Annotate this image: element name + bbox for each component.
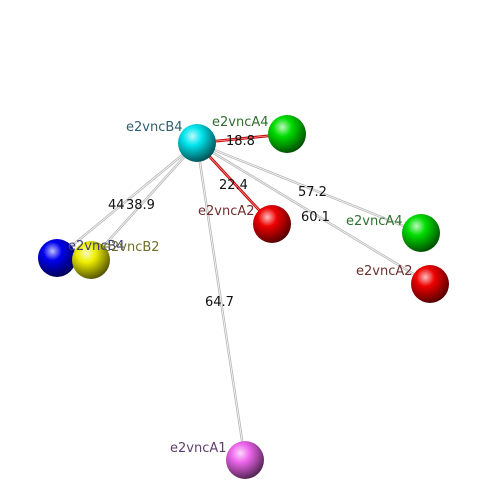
node-label-b2: e2vncB2: [103, 240, 160, 255]
edge-label-b4-a4b: 57.2: [298, 185, 327, 200]
edge-b4-b2-b: [90, 142, 197, 260]
edge-b4-a4b-a: [197, 141, 422, 233]
node-label-bl: e2vncB4: [68, 239, 125, 254]
edge-label-b4-a4a: 18.8: [226, 134, 255, 149]
edge-b4-bl-a: [57, 143, 198, 259]
node-sphere-a4a[interactable]: [268, 115, 306, 153]
node-sphere-b4[interactable]: [178, 124, 216, 162]
nodes-layer: [38, 115, 449, 479]
edge-b4-a2b-b: [196, 143, 430, 286]
edge-label-b4-a1: 64.7: [205, 295, 234, 310]
edge-b4-a4b-b: [196, 143, 421, 235]
edges-layer: [56, 132, 431, 461]
node-label-a4a: e2vncA4: [212, 115, 269, 130]
node-sphere-a1[interactable]: [226, 441, 264, 479]
edge-label-b4-bl: 44: [108, 198, 125, 213]
node-sphere-a2b[interactable]: [411, 265, 449, 303]
node-label-a1: e2vncA1: [170, 441, 227, 456]
node-label-a4b: e2vncA4: [346, 214, 403, 229]
edge-b4-a1-a: [197, 142, 247, 460]
edge-label-b4-a2b: 60.1: [301, 210, 330, 225]
edge-b4-a2b-a: [197, 141, 431, 284]
node-label-b4: e2vncB4: [126, 120, 183, 135]
node-sphere-bl[interactable]: [38, 239, 76, 277]
edge-label-b4-b2: 38.9: [126, 198, 155, 213]
node-sphere-a4b[interactable]: [402, 214, 440, 252]
node-sphere-b2[interactable]: [72, 241, 110, 279]
node-labels-layer: e2vncB4 e2vncA4 e2vncA2 e2vncA4 e2vncA2 e2vnc…: [68, 115, 413, 456]
node-label-a2b: e2vncA2: [356, 264, 413, 279]
node-label-a2a: e2vncA2: [198, 204, 255, 219]
edge-b4-b2-a: [91, 143, 198, 261]
edge-b4-a1-b: [195, 143, 245, 461]
edge-b4-bl-b: [56, 142, 197, 258]
edge-label-b4-a2a: 22.4: [219, 178, 248, 193]
node-sphere-a2a[interactable]: [253, 205, 291, 243]
